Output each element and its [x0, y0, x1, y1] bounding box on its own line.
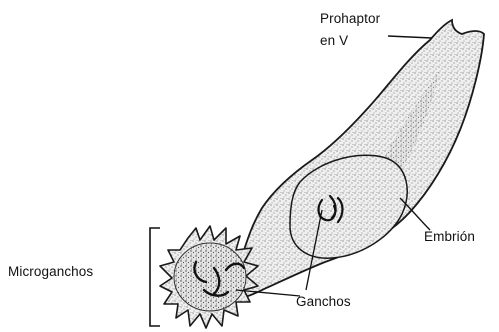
prohaptor-leader: [388, 36, 432, 38]
spiky-head: [160, 226, 258, 328]
label-microganchos: Microganchos: [8, 264, 93, 279]
label-prohaptor-line2: en V: [320, 33, 348, 48]
label-ganchos: Ganchos: [296, 294, 351, 309]
label-prohaptor-line1: Prohaptor: [320, 11, 381, 26]
microganchos-bracket: [150, 228, 160, 326]
label-embrion: Embrión: [424, 229, 475, 244]
